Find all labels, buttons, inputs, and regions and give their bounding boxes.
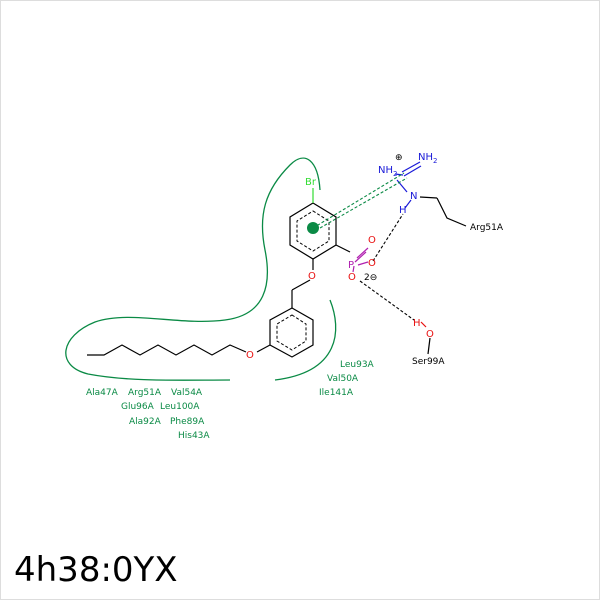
atom-nh2-b: NH2 [378, 165, 397, 178]
bond-p-o3 [352, 265, 355, 273]
charge-2minus: 2⊖ [364, 273, 377, 283]
atom-o-alkoxy: O [246, 350, 254, 361]
pi-cation-line-a [312, 172, 405, 229]
atom-n-arg: N [410, 191, 417, 202]
bond-o-ch2 [291, 279, 311, 291]
bond-p-o1b [354, 251, 367, 263]
residue-ser99: Ser99A [412, 357, 445, 367]
atom-nh2-a: NH2 [418, 152, 437, 165]
atom-p: P [348, 260, 354, 271]
residue-glu96: Glu96A [121, 402, 155, 412]
residue-leu93: Leu93A [340, 360, 375, 370]
residue-ala92: Ala92A [129, 417, 162, 427]
octyl-chain [87, 344, 247, 356]
bond-cz-nh2a [401, 161, 421, 173]
residue-leu100: Leu100A [160, 402, 200, 412]
atom-o3: O [348, 272, 356, 283]
residue-ala47: Ala47A [86, 388, 119, 398]
hydrophobic-arc-right [274, 299, 337, 381]
hydrophobic-arc-left [65, 157, 321, 381]
residue-phe89: Phe89A [170, 417, 205, 427]
pi-cation-line-b [319, 177, 408, 229]
benzyl-ring [269, 307, 314, 358]
hbond-o-h-arg [372, 213, 404, 262]
atom-o-ser: O [426, 329, 434, 340]
bond-cz-ne [396, 179, 408, 193]
residue-ile141: Ile141A [319, 388, 354, 398]
residue-his43: His43A [178, 431, 210, 441]
residue-val50: Val50A [327, 374, 359, 384]
bond-ne-cd [419, 196, 438, 199]
residue-arg51-hydrophobic: Arg51A [128, 388, 162, 398]
charge-plus: ⊕ [395, 153, 403, 163]
residue-arg51: Arg51A [470, 223, 504, 233]
atom-br: Br [305, 177, 317, 188]
bond-p-o2 [357, 261, 369, 266]
residue-val54: Val54A [171, 388, 203, 398]
bond-ne-h [404, 199, 412, 209]
bond-o-ser [427, 337, 431, 355]
atom-o2: O [368, 258, 376, 269]
atom-h-ser: H [413, 318, 421, 329]
bond-p-o1 [356, 247, 369, 259]
bond-c-p [335, 244, 351, 253]
bond-cz-nh2a-b [403, 165, 422, 177]
bond-h-o-ser [420, 321, 427, 328]
hbond-o-h-ser [359, 280, 415, 321]
atom-o1: O [368, 235, 376, 246]
bond-ring-o [256, 344, 271, 353]
pdb-ligand-id: 4h38:0YX [14, 550, 178, 590]
bond-arg-chain [436, 197, 467, 227]
bond-cz-nh2b [394, 173, 404, 176]
atom-o-ether: O [308, 271, 316, 282]
atom-h-arg: H [399, 205, 407, 216]
